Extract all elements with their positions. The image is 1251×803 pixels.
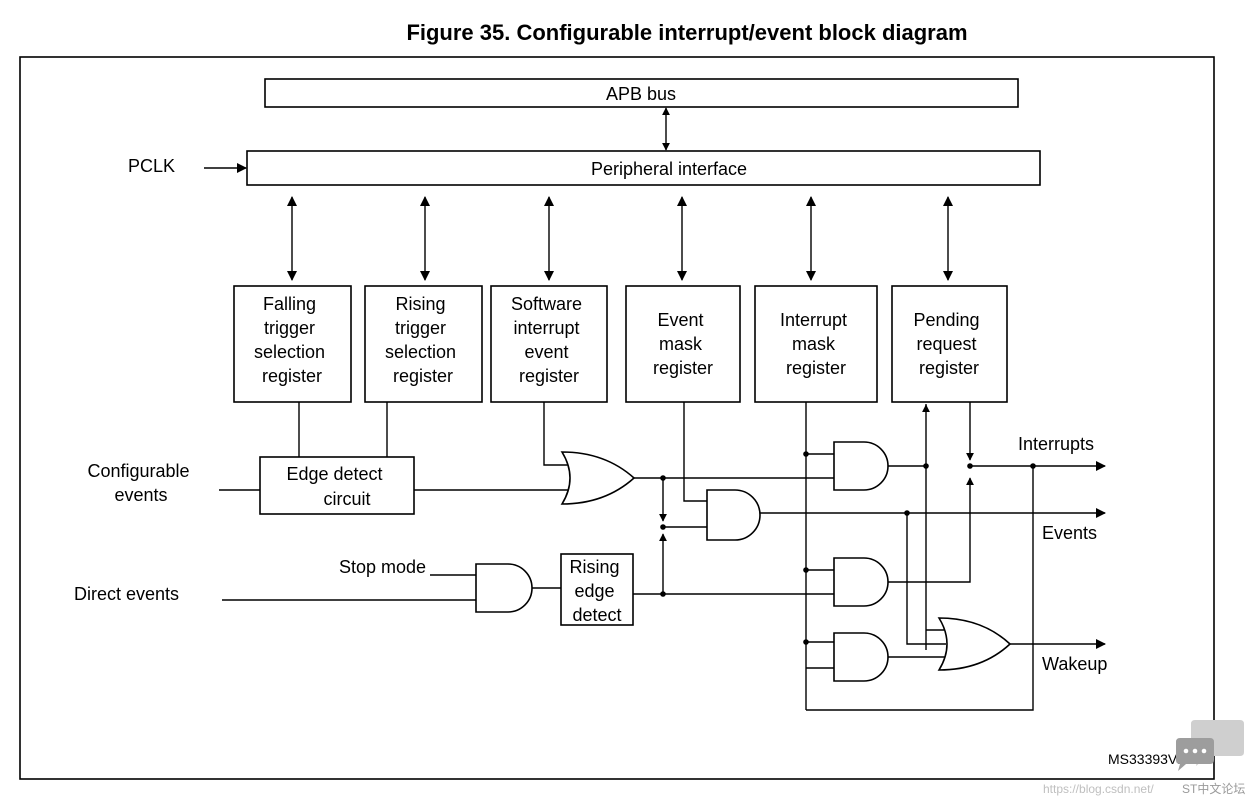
wakeup-label: Wakeup <box>1042 654 1107 674</box>
pending-request-register <box>891 285 1008 403</box>
rising-edge-detect-label: Rising edge detect <box>569 557 624 625</box>
stop-mode-label: Stop mode <box>339 557 426 577</box>
configurable-events-label: Configurable events <box>87 461 194 505</box>
event-mask-label: Event mask register <box>653 310 713 378</box>
rising-trigger-label: Rising trigger selection register <box>385 294 461 386</box>
peripheral-interface-block <box>246 150 1041 186</box>
figure-frame <box>19 56 1215 780</box>
direct-events-label: Direct events <box>74 584 179 604</box>
figure-title: Figure 35. Configurable interrupt/event … <box>406 20 967 45</box>
watermark-chat-icon <box>1176 720 1244 771</box>
and-gate-direct-interrupt <box>833 557 889 607</box>
junction-dot <box>660 591 666 597</box>
or-gate-wakeup <box>937 617 1012 671</box>
and3-output-wire <box>888 579 971 583</box>
software-interrupt-register <box>490 285 608 403</box>
rising-edge-detect <box>560 553 634 626</box>
events-label: Events <box>1042 523 1097 543</box>
falling-trigger-label: Falling trigger selection register <box>254 294 330 386</box>
and-gate-events <box>706 489 761 541</box>
apb-bus-label: APB bus <box>606 84 676 104</box>
pclk-label: PCLK <box>128 156 175 176</box>
event-mask-wire <box>683 402 707 502</box>
interrupts-label: Interrupts <box>1018 434 1094 454</box>
pending-request-label: Pending request register <box>913 310 984 378</box>
figure-id: MS33393V1 <box>1108 751 1185 767</box>
rising-trigger-register <box>364 285 483 403</box>
apb-bus-block <box>264 78 1019 108</box>
or-gate-events <box>560 451 636 505</box>
feedback-wire <box>806 467 1034 711</box>
interrupt-mask-label: Interrupt mask register <box>780 310 852 378</box>
falling-trigger-register <box>233 285 352 403</box>
and-gate-wakeup <box>833 632 889 682</box>
junction-dot <box>1030 463 1036 469</box>
and-gate-interrupts <box>833 441 889 491</box>
watermark-forum: ST中文论坛 <box>1182 781 1245 796</box>
peripheral-interface-label: Peripheral interface <box>591 159 747 179</box>
software-to-or-wire <box>543 402 568 466</box>
events-to-or2-wire <box>906 513 946 645</box>
edge-detect-circuit <box>259 456 415 515</box>
software-interrupt-label: Software interrupt event register <box>511 294 587 386</box>
edge-detect-label: Edge detect circuit <box>286 464 387 509</box>
interrupt-mask-register <box>754 285 878 403</box>
and-gate-stop <box>475 563 533 613</box>
watermark-url: https://blog.csdn.net/ <box>1043 782 1154 796</box>
event-mask-register <box>625 285 741 403</box>
